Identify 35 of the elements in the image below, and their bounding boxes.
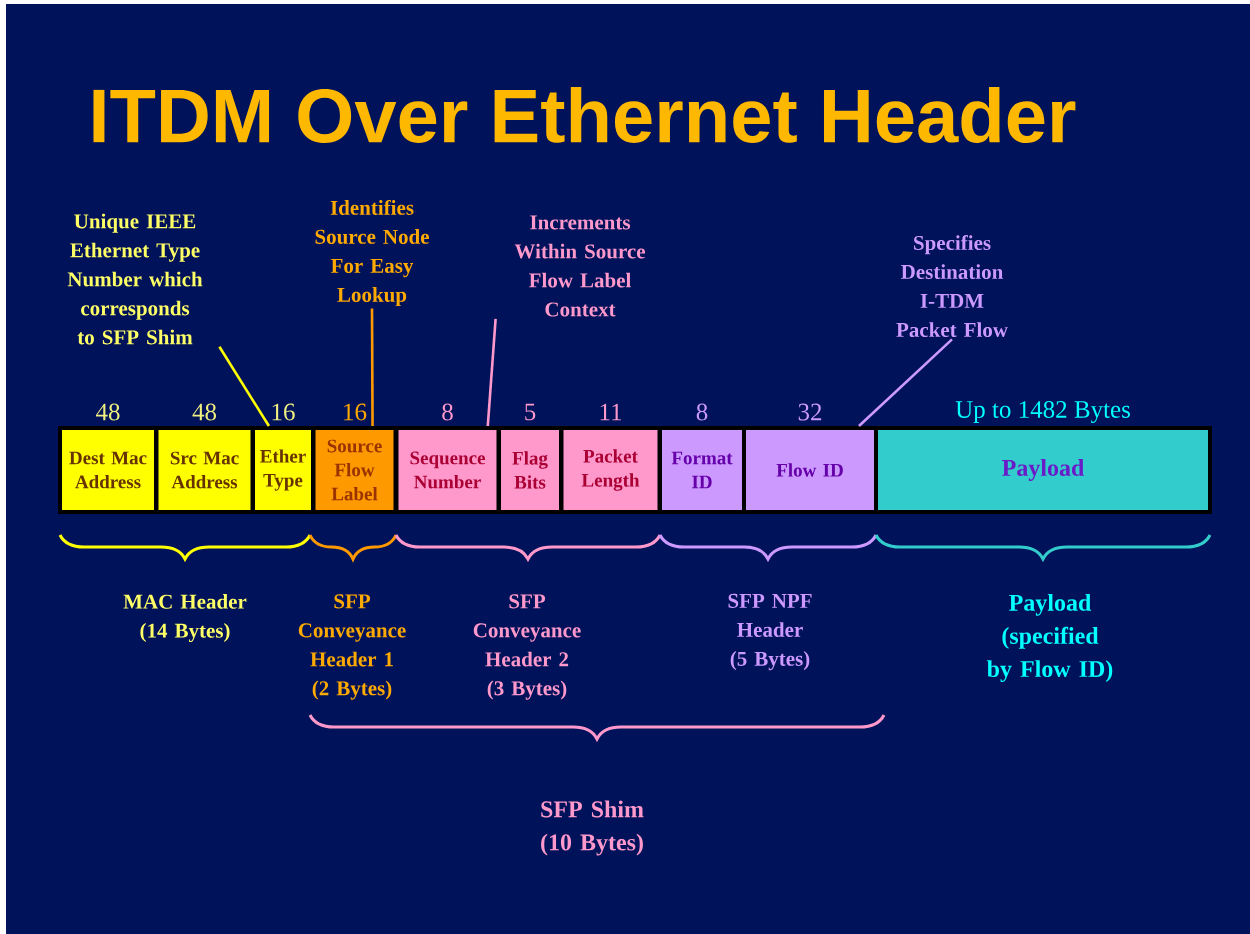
field-box: Flag Bits (497, 426, 563, 514)
brace-label: SFP NPF Header (5 Bytes) (728, 593, 812, 671)
bit-count: 16 (344, 403, 367, 421)
brace-label: SFP Conveyance Header 2 (3 Bytes) (473, 594, 581, 700)
bit-count: 8 (696, 403, 708, 421)
leader-line (218, 346, 271, 427)
bit-count: 16 (272, 403, 295, 421)
annotation-text: Unique IEEE Ethernet Type Number which corresponds to SFP Shim (67, 213, 203, 345)
brace-label: SFP Conveyance Header 1 (2 Bytes) (298, 594, 406, 700)
bit-count: 48 (192, 403, 217, 421)
bit-count: 8 (442, 403, 453, 421)
brace-label: MAC Header (14 Bytes) (123, 594, 247, 643)
field-box: Payload (874, 426, 1212, 514)
annotation-text: Identifies Source Node For Easy Lookup (315, 199, 429, 307)
annotation-text: Specifies Destination I-TDM Packet Flow (896, 235, 1008, 337)
leader-line (486, 318, 497, 427)
field-box: Packet Length (559, 426, 662, 514)
bit-count: 5 (525, 403, 536, 421)
brace-label: SFP Shim (10 Bytes) (541, 800, 644, 856)
annotation-text: Increments Within Source Flow Label Context (514, 215, 645, 317)
field-box: Dest Mac Address (58, 426, 158, 514)
bit-count: Up to 1482 Bytes (955, 401, 1130, 423)
field-box: Src Mac Address (154, 426, 255, 514)
field-box: Sequence Number (394, 426, 501, 514)
bit-count: 48 (96, 403, 120, 421)
leader-line (858, 338, 953, 427)
bit-count: 11 (600, 403, 622, 421)
brace-label: Payload (specified by Flow ID) (987, 593, 1113, 683)
leader-line (370, 308, 374, 426)
field-box: Ether Type (251, 426, 315, 514)
field-box: Source Flow Label (311, 426, 398, 514)
bit-count: 32 (798, 403, 822, 421)
field-box: Flow ID (742, 426, 878, 514)
title: ITDM Over Ethernet Header (93, 87, 1076, 143)
field-box: Format ID (658, 426, 746, 514)
